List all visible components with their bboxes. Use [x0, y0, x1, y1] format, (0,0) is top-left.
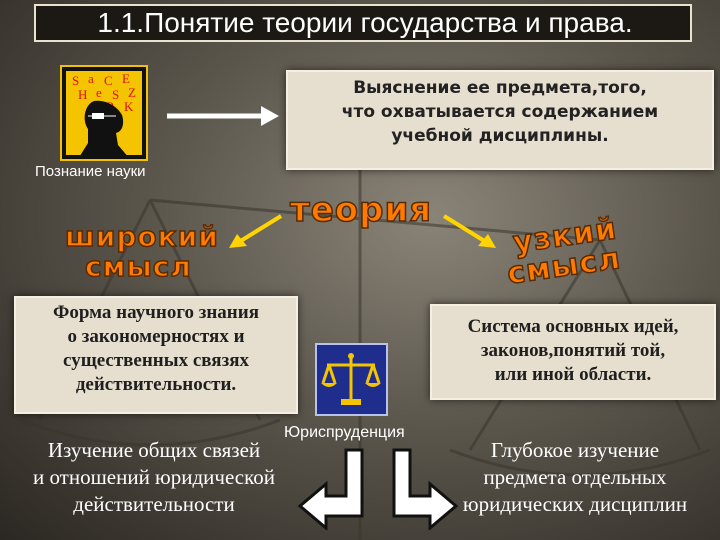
broad-sense-line: широкий	[64, 220, 219, 253]
bottom-left-line: Изучение общих связей	[47, 438, 261, 462]
right-box-line: или иной области.	[494, 364, 652, 385]
svg-text:a: a	[88, 71, 94, 86]
svg-text:C: C	[104, 73, 113, 88]
top-definition-box: Выяснение ее предмета,того, что охватыва…	[286, 70, 714, 170]
top-box-line: учебной дисциплины.	[391, 126, 609, 146]
top-box-line: что охватывается содержанием	[341, 102, 659, 122]
justice-scale-icon	[315, 343, 388, 416]
svg-text:Z: Z	[128, 85, 136, 100]
narrow-definition-box: Система основных идей, законов,понятий т…	[430, 304, 716, 400]
left-box-line: действительности.	[75, 374, 237, 395]
bottom-right-line: Глубокое изучение	[490, 438, 660, 462]
left-box-line: Форма научного знания	[53, 302, 259, 323]
bottom-left-line: действительности	[73, 492, 235, 516]
right-box-line: законов,понятий той,	[480, 340, 666, 361]
left-box-line: о закономерностях и	[67, 326, 245, 347]
bottom-right-text: Глубокое изучение предмета отдельных юри…	[432, 437, 718, 518]
right-arrow-icon	[167, 106, 279, 126]
bottom-right-line: юридических дисциплин	[462, 492, 688, 516]
svg-text:H: H	[78, 87, 87, 102]
arrow-to-broad-icon	[229, 214, 283, 248]
top-box-line: Выяснение ее предмета,того,	[353, 78, 647, 98]
bottom-left-text: Изучение общих связей и отношений юридич…	[4, 437, 304, 518]
svg-text:S: S	[72, 73, 79, 88]
theory-label: теория	[289, 189, 433, 231]
svg-text:E: E	[122, 71, 130, 86]
broad-definition-box: Форма научного знания о закономерностях …	[14, 296, 298, 414]
left-box-line: существенных связях	[63, 350, 249, 371]
arrow-to-narrow-icon	[442, 214, 496, 248]
broad-sense-line: смысл	[84, 250, 192, 283]
broad-sense-label: широкий смысл	[64, 220, 219, 283]
right-box-line: Система основных идей,	[467, 316, 679, 337]
svg-text:S: S	[112, 87, 119, 102]
arrow-down-left-icon	[297, 448, 364, 530]
svg-text:e: e	[96, 85, 102, 100]
left-caption: Познание науки	[35, 163, 146, 180]
title-bar: 1.1.Понятие теории государства и права.	[34, 4, 692, 42]
page-title: 1.1.Понятие теории государства и права.	[97, 7, 633, 38]
bottom-left-line: и отношений юридической	[32, 465, 276, 489]
bottom-right-line: предмета отдельных	[483, 465, 667, 489]
arrow-down-right-icon	[392, 448, 459, 530]
svg-text:K: K	[124, 99, 134, 114]
jurisprudence-label: Юриспруденция	[284, 424, 405, 441]
